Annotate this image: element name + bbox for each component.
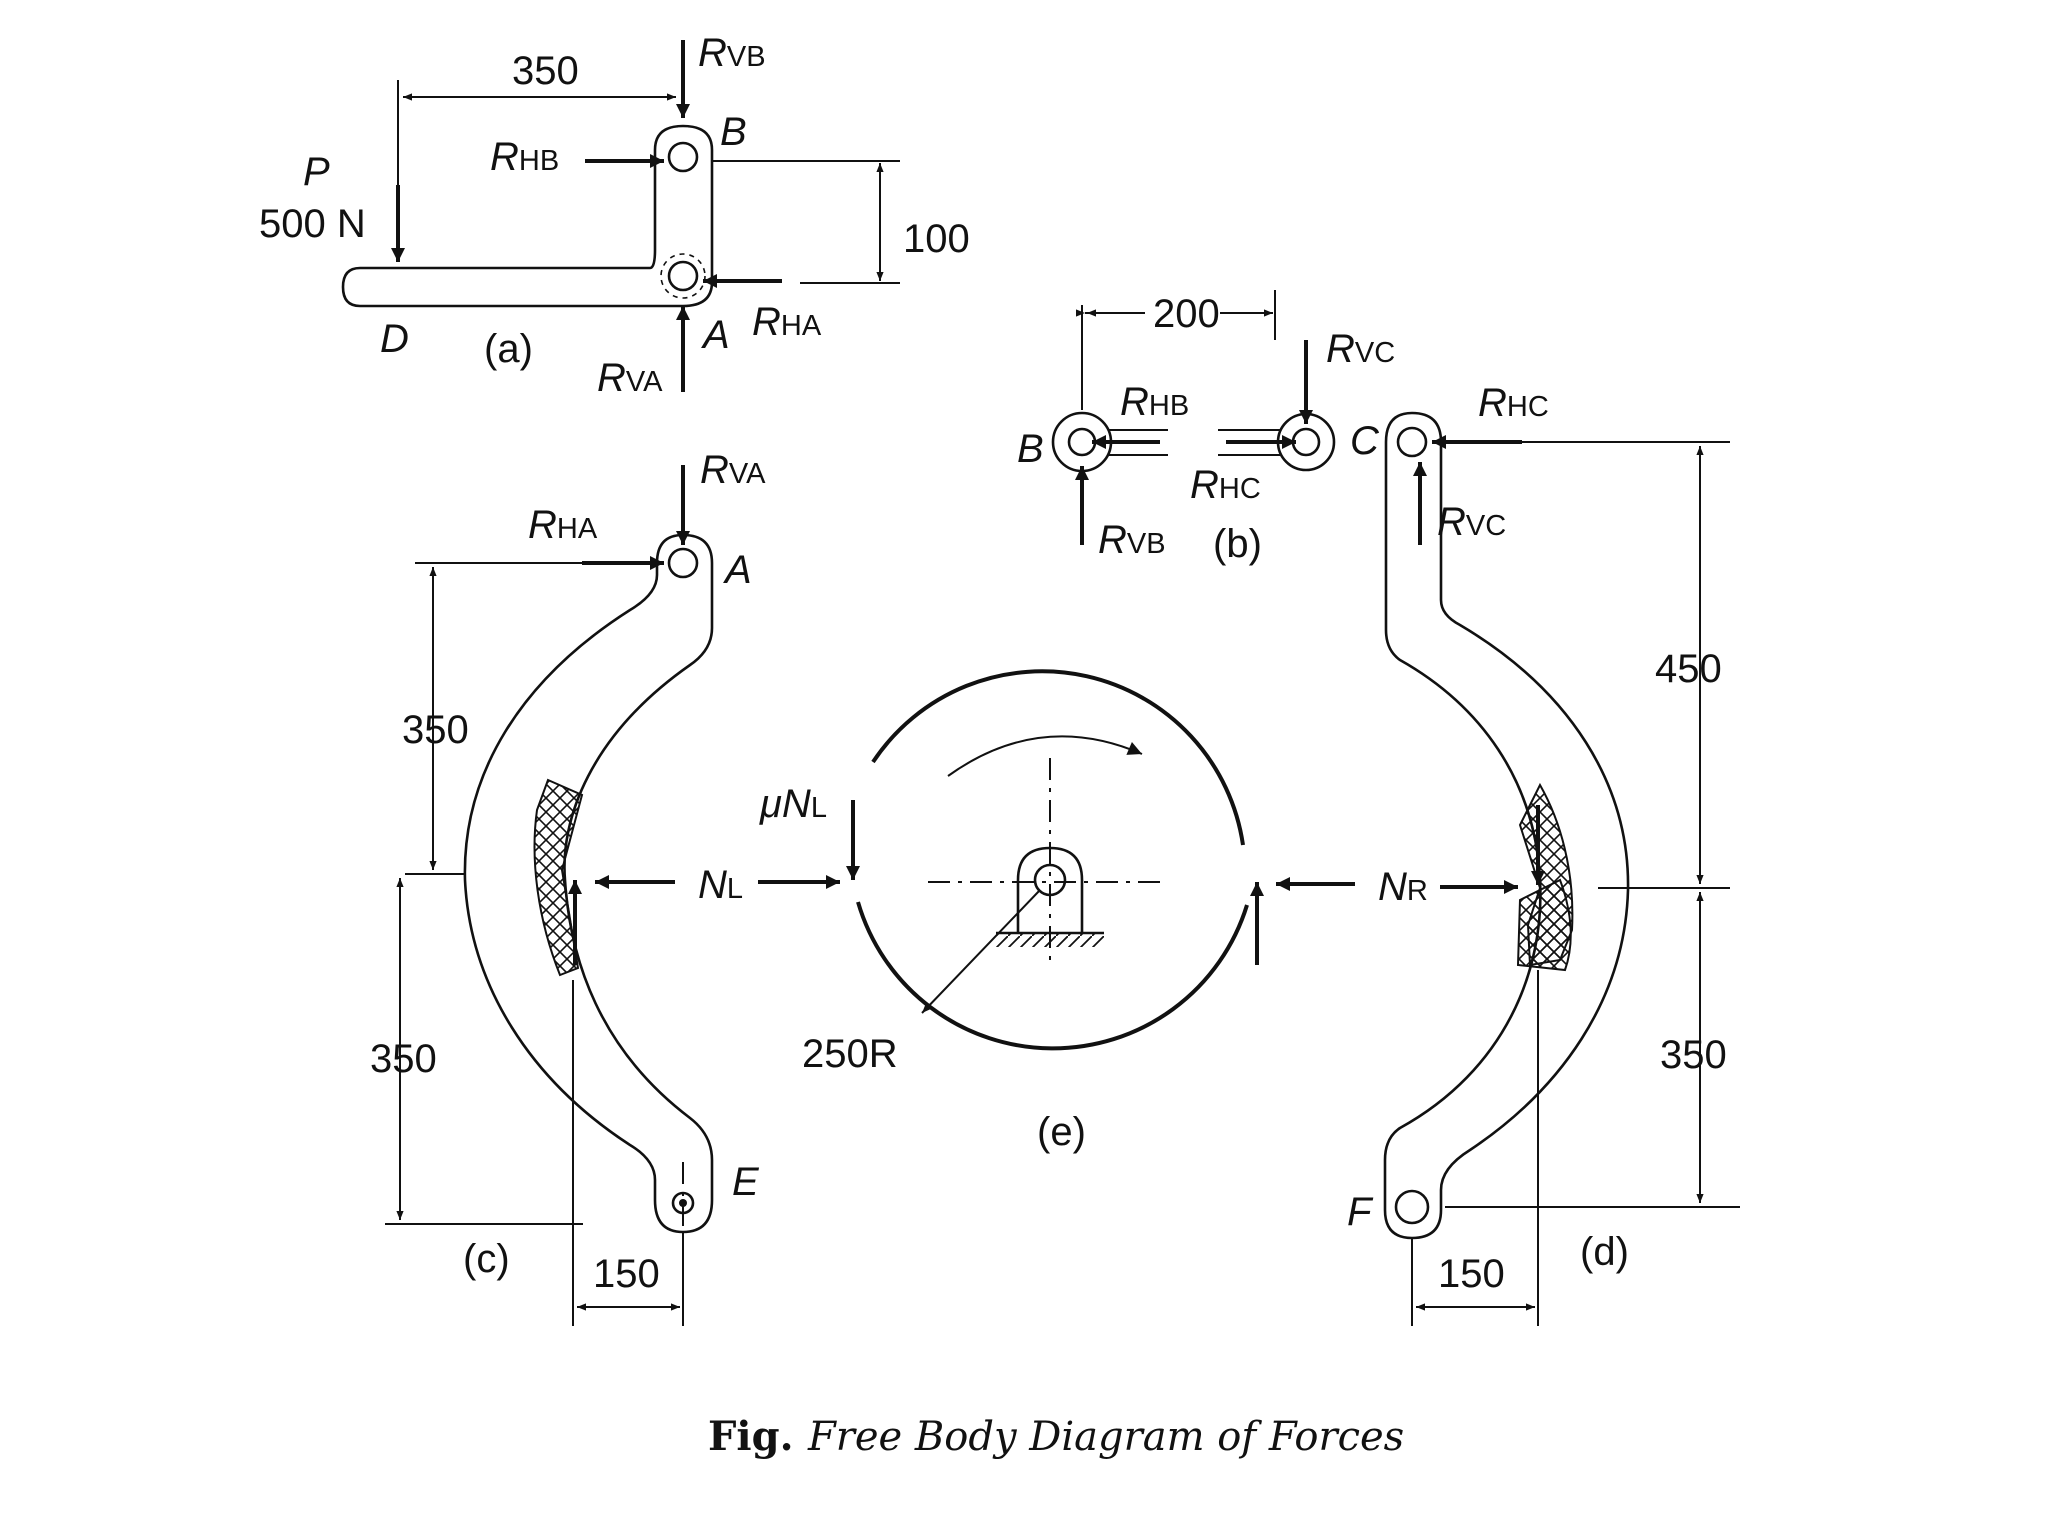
label-F: F — [1347, 1190, 1374, 1234]
label-RVA-c: RVA — [700, 448, 766, 492]
dim-a-vertical: 100 — [903, 217, 970, 261]
label-force-500: 500 N — [259, 202, 366, 246]
dim-b-horizontal: 200 — [1153, 292, 1220, 336]
label-NL: NL — [698, 863, 743, 907]
label-C-b: C — [1350, 419, 1380, 463]
panel-b-labels: 200 B C RHB RHC RVB RVC (b) — [1017, 292, 1395, 566]
label-B-b: B — [1017, 427, 1044, 471]
label-radius: 250R — [802, 1032, 898, 1076]
label-panel-a: (a) — [484, 327, 533, 371]
dim-a-horizontal: 350 — [512, 49, 579, 93]
label-RHC-b: RHC — [1190, 463, 1261, 507]
panel-a-labels: 350 100 P 500 N D (a) B A RVB RHB RHA RV… — [259, 31, 970, 400]
panel-c-shoe — [385, 465, 714, 1326]
label-panel-b: (b) — [1213, 522, 1262, 566]
label-panel-c: (c) — [463, 1237, 510, 1281]
panel-e-drum — [758, 669, 1355, 1051]
label-RVB-b: RVB — [1098, 518, 1166, 562]
label-RHA-a: RHA — [752, 300, 822, 344]
label-RVC-d: RVC — [1437, 500, 1506, 544]
label-E: E — [732, 1160, 760, 1204]
panel-b-link — [1051, 290, 1336, 545]
label-A-top: A — [701, 313, 730, 357]
label-RVA-a: RVA — [597, 356, 663, 400]
panel-d-labels: C RHC RVC F 450 350 150 (d) — [1347, 381, 1727, 1296]
label-RHA-c: RHA — [528, 503, 598, 547]
label-NR: NR — [1378, 865, 1428, 909]
label-panel-d: (d) — [1580, 1230, 1629, 1274]
dim-d-upper: 450 — [1655, 647, 1722, 691]
dim-c-offset: 150 — [593, 1252, 660, 1296]
panel-a-lever — [341, 40, 900, 392]
panel-d-shoe — [1383, 411, 1740, 1326]
label-mu-NL: μNL — [759, 782, 827, 826]
label-D: D — [380, 317, 409, 361]
panel-e-labels: μNL NL NR 250R (e) — [698, 782, 1428, 1154]
label-RHB-b: RHB — [1120, 380, 1189, 424]
dim-c-upper: 350 — [402, 708, 469, 752]
dim-d-lower: 350 — [1660, 1033, 1727, 1077]
label-panel-e: (e) — [1037, 1110, 1086, 1154]
label-B-top: B — [720, 110, 747, 154]
figure-caption: Fig. Free Body Diagram of Forces — [708, 1413, 1404, 1460]
dim-d-offset: 150 — [1438, 1252, 1505, 1296]
label-RHC-d: RHC — [1478, 381, 1549, 425]
label-RVB-a: RVB — [698, 31, 766, 75]
panel-c-labels: RVA RHA A E 350 350 150 (c) — [370, 448, 766, 1296]
label-RVC-b: RVC — [1326, 327, 1395, 371]
label-P: P — [303, 150, 330, 194]
label-A-c: A — [723, 548, 752, 592]
dim-c-lower: 350 — [370, 1037, 437, 1081]
label-RHB-a: RHB — [490, 135, 559, 179]
